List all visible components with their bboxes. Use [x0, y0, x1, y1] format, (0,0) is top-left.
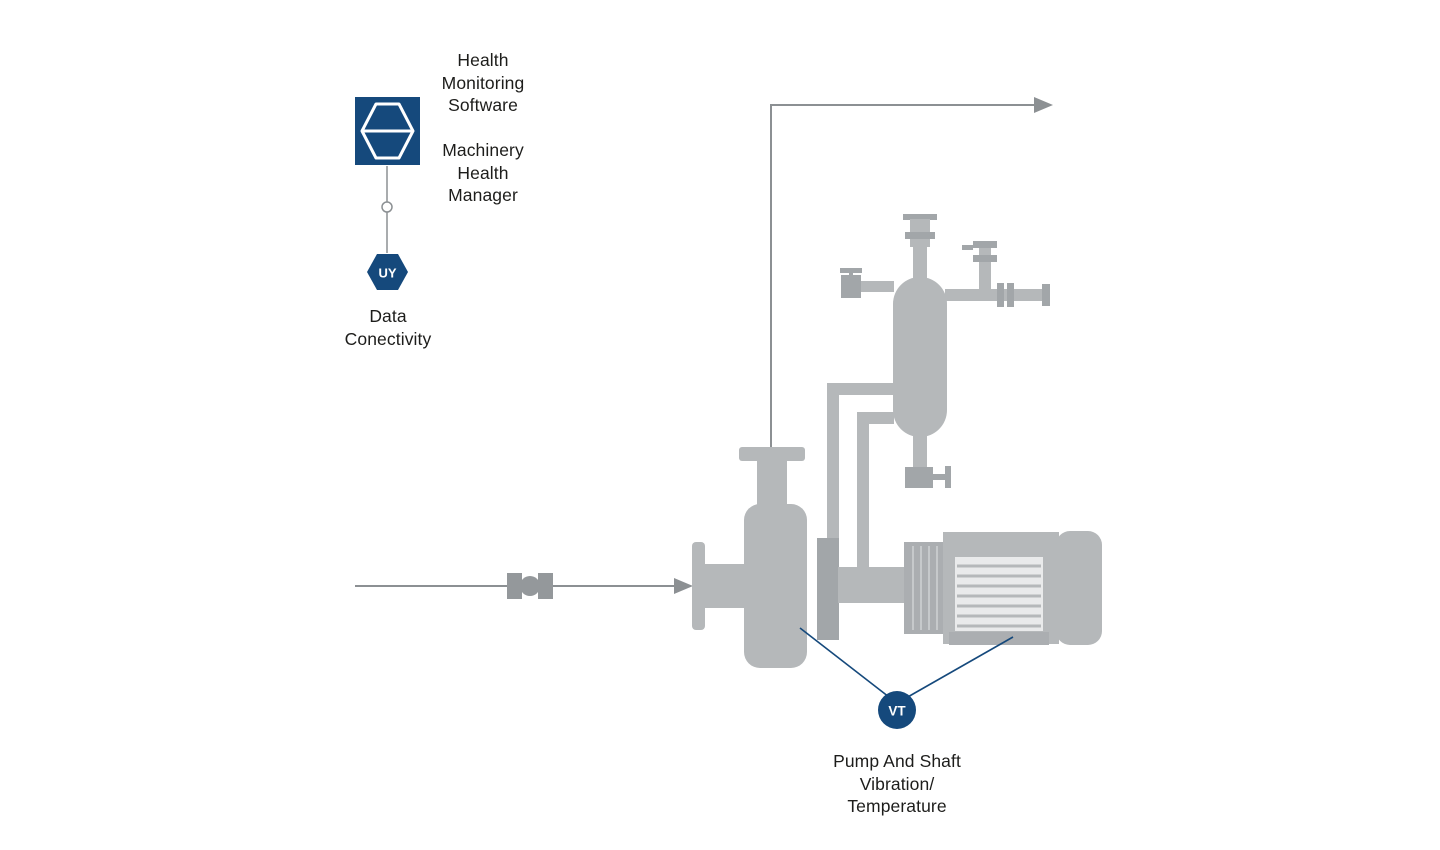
software-title-line: Monitoring — [441, 72, 525, 93]
software-subtitle-line: Manager — [448, 185, 518, 205]
uy-hexagon-icon: UY — [367, 254, 408, 290]
flow-arrow-icon — [1034, 97, 1053, 113]
data-connectivity-line: Conectivity — [344, 328, 432, 349]
connector-node-circle — [381, 201, 393, 213]
vibration-temperature-line: Vibration/ — [859, 773, 935, 794]
separator-vessel — [840, 214, 1050, 488]
vibration-temperature-line: Temperature — [847, 796, 947, 816]
software-to-uy-connector — [381, 166, 393, 253]
data-connectivity-line: Data — [369, 306, 407, 326]
vessel-left-valve-icon — [840, 268, 894, 298]
vt-connector-lines — [799, 627, 1014, 699]
inlet-valve-icon — [507, 573, 553, 599]
vessel-bottom-valve-icon — [905, 435, 951, 488]
electric-motor — [904, 531, 1102, 645]
vibration-temperature-label: Pump And Shaft Vibration/ Temperature — [797, 750, 997, 818]
centrifugal-pump — [692, 447, 908, 668]
software-subtitle-line: Health — [457, 162, 509, 183]
software-title-line: Health — [457, 50, 509, 70]
uy-tag: UY — [378, 266, 396, 281]
flow-arrow-icon — [674, 578, 693, 594]
software-subtitle-label: Machinery Health Manager — [393, 139, 573, 207]
seal-flush-pipes — [827, 383, 894, 577]
vt-circle-icon: VT — [878, 691, 916, 729]
software-title-label: Health Monitoring Software — [393, 49, 573, 117]
data-connectivity-label: Data Conectivity — [298, 305, 478, 350]
motor-fins — [957, 564, 1041, 628]
discharge-line — [770, 97, 1053, 452]
vt-tag: VT — [888, 704, 906, 719]
vibration-temperature-line: Pump And Shaft — [833, 751, 961, 771]
vessel-right-piping — [945, 241, 1050, 307]
software-title-line: Software — [448, 95, 518, 115]
software-subtitle-line: Machinery — [442, 140, 524, 160]
health-monitoring-software-icon — [355, 97, 420, 165]
